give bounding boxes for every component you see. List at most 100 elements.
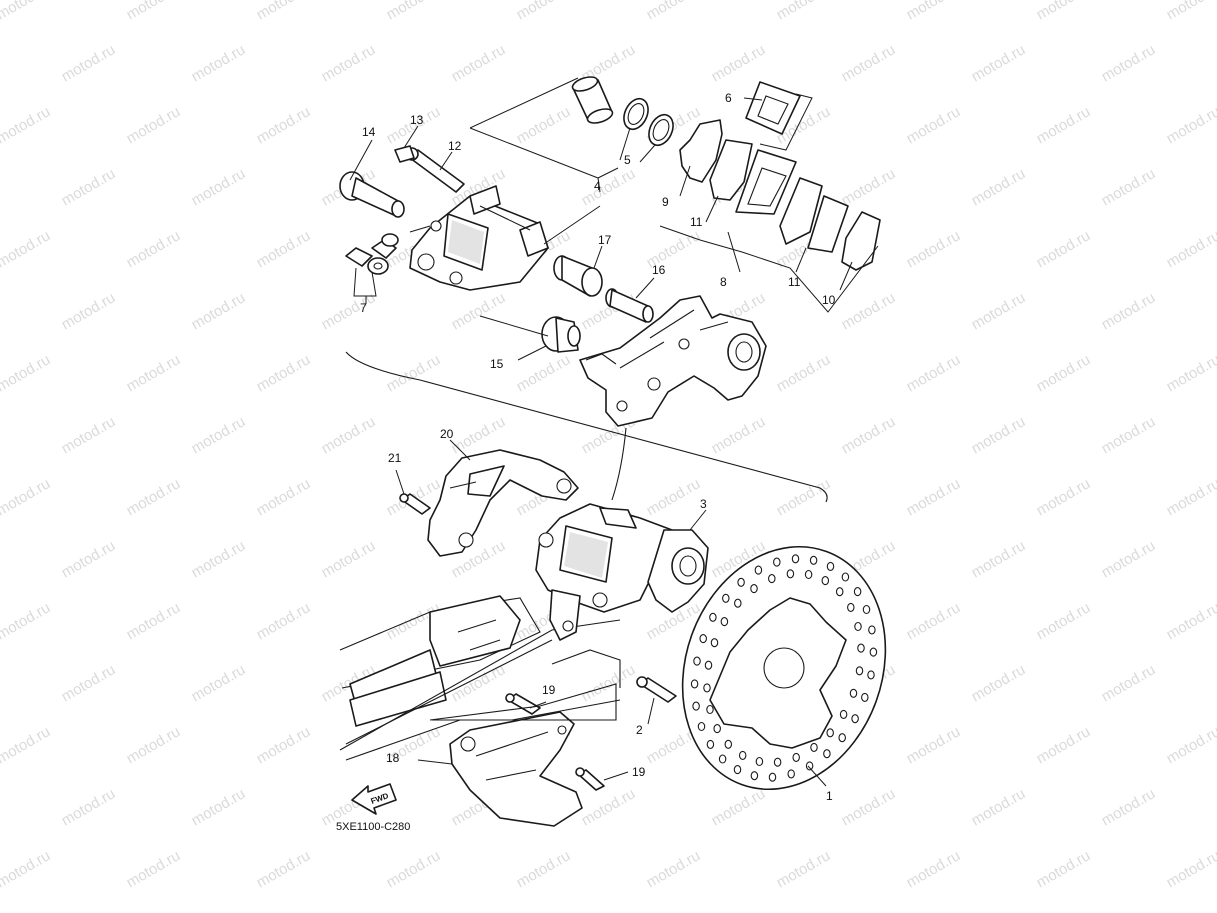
disc-hole	[734, 598, 742, 608]
watermark-text: motod.ru	[1034, 723, 1094, 767]
disc-hole	[709, 612, 717, 622]
watermark-text: motod.ru	[1034, 103, 1094, 147]
disc-vent-holes	[690, 554, 878, 782]
disc-hole	[826, 561, 835, 571]
watermark-text: motod.ru	[579, 165, 639, 209]
watermark-text: motod.ru	[189, 413, 249, 457]
watermark-text: motod.ru	[384, 847, 444, 891]
watermark-text: motod.ru	[1164, 227, 1217, 271]
watermark-text: motod.ru	[384, 0, 444, 23]
disc-hole	[704, 660, 713, 670]
watermark-text: motod.ru	[189, 289, 249, 333]
assembled-view	[339, 449, 887, 827]
pad-spring	[745, 81, 801, 135]
watermark-text: motod.ru	[904, 599, 964, 643]
watermark-text: motod.ru	[254, 599, 314, 643]
callout-16: 16	[652, 263, 666, 277]
watermark-text: motod.ru	[969, 537, 1029, 581]
disc-hole	[805, 761, 814, 771]
leader-lines	[349, 125, 827, 787]
callout-17: 17	[598, 233, 612, 247]
slide-boot	[541, 316, 581, 353]
watermark-text: motod.ru	[449, 41, 509, 85]
watermark-text: motod.ru	[774, 847, 834, 891]
disc-hole	[690, 679, 699, 689]
disc-hole	[755, 756, 764, 767]
disc-hole	[823, 749, 831, 759]
watermark-text: motod.ru	[254, 103, 314, 147]
watermark-text: motod.ru	[189, 909, 249, 913]
disc-hole	[720, 617, 729, 627]
disc-hole	[750, 771, 759, 781]
watermark-text: motod.ru	[59, 661, 119, 705]
watermark-text: motod.ru	[969, 413, 1029, 457]
pin-boot	[339, 171, 405, 218]
watermark-text: motod.ru	[579, 661, 639, 705]
forward-arrow-icon: FWD	[351, 783, 397, 815]
disc-hole	[786, 569, 795, 579]
watermark-text: motod.ru	[124, 351, 184, 395]
guard-bolt-upper	[505, 693, 541, 715]
watermark-text: motod.ru	[904, 351, 964, 395]
watermark-text: motod.ru	[709, 41, 769, 85]
disc-hole	[710, 638, 719, 648]
piston-seals	[623, 97, 674, 147]
disc-hole	[697, 721, 706, 732]
watermark-text: motod.ru	[904, 103, 964, 147]
disc-hole	[787, 769, 795, 779]
disc-hole	[693, 656, 701, 666]
watermark-text: motod.ru	[904, 475, 964, 519]
watermark-text: motod.ru	[0, 847, 53, 891]
brake-disc	[681, 545, 887, 791]
callout-14: 14	[362, 125, 376, 139]
watermark-text: motod.ru	[124, 0, 184, 23]
watermark-text: motod.ru	[904, 0, 964, 23]
disc-hole	[853, 587, 862, 597]
watermark-text: motod.ru	[1034, 847, 1094, 891]
watermark-text: motod.ru	[774, 351, 834, 395]
watermark-text: motod.ru	[839, 165, 899, 209]
watermark-text: motod.ru	[839, 41, 899, 85]
watermark-text: motod.ru	[969, 909, 1029, 913]
guard-bolt-lower	[575, 767, 605, 791]
watermark-text: motod.ru	[1034, 351, 1094, 395]
caliper-exploded-view	[339, 76, 881, 427]
watermark-text: motod.ru	[0, 351, 53, 395]
callout-19-upper: 19	[542, 683, 556, 697]
watermark-text: motod.ru	[59, 413, 119, 457]
watermark-text: motod.ru	[254, 0, 314, 23]
brake-pad-set	[807, 195, 849, 253]
watermark-text: motod.ru	[904, 847, 964, 891]
disc-hole	[804, 569, 813, 580]
disc-hole	[862, 604, 871, 615]
watermark-text: motod.ru	[904, 227, 964, 271]
disc-hole	[841, 572, 850, 582]
callout-9: 9	[662, 195, 669, 209]
watermark-text: motod.ru	[0, 103, 53, 147]
disc-hole	[703, 683, 711, 693]
watermark-text: motod.ru	[644, 0, 704, 23]
watermark-text: motod.ru	[839, 785, 899, 829]
disc-hole	[868, 625, 876, 635]
bleed-cap	[394, 145, 415, 163]
watermark-text: motod.ru	[59, 537, 119, 581]
watermark-text: motod.ru	[319, 537, 379, 581]
disc-hole	[792, 752, 800, 762]
bleed-screw	[405, 147, 465, 193]
watermark-text: motod.ru	[319, 413, 379, 457]
slide-bushing	[553, 255, 603, 297]
guide-pin	[605, 288, 654, 323]
disc-guard	[449, 711, 583, 827]
watermark-text: motod.ru	[189, 661, 249, 705]
watermark-text: motod.ru	[1034, 227, 1094, 271]
disc-hole	[750, 584, 758, 594]
caliper-body	[409, 185, 549, 291]
disc-hole	[692, 701, 700, 711]
watermark-text: motod.ru	[449, 289, 509, 333]
watermark-text: motod.ru	[1099, 165, 1159, 209]
watermark-text: motod.ru	[969, 661, 1029, 705]
watermark-text: motod.ru	[1099, 785, 1159, 829]
watermark-text: motod.ru	[189, 165, 249, 209]
diagram-code: 5XE1100-C280	[336, 821, 410, 833]
